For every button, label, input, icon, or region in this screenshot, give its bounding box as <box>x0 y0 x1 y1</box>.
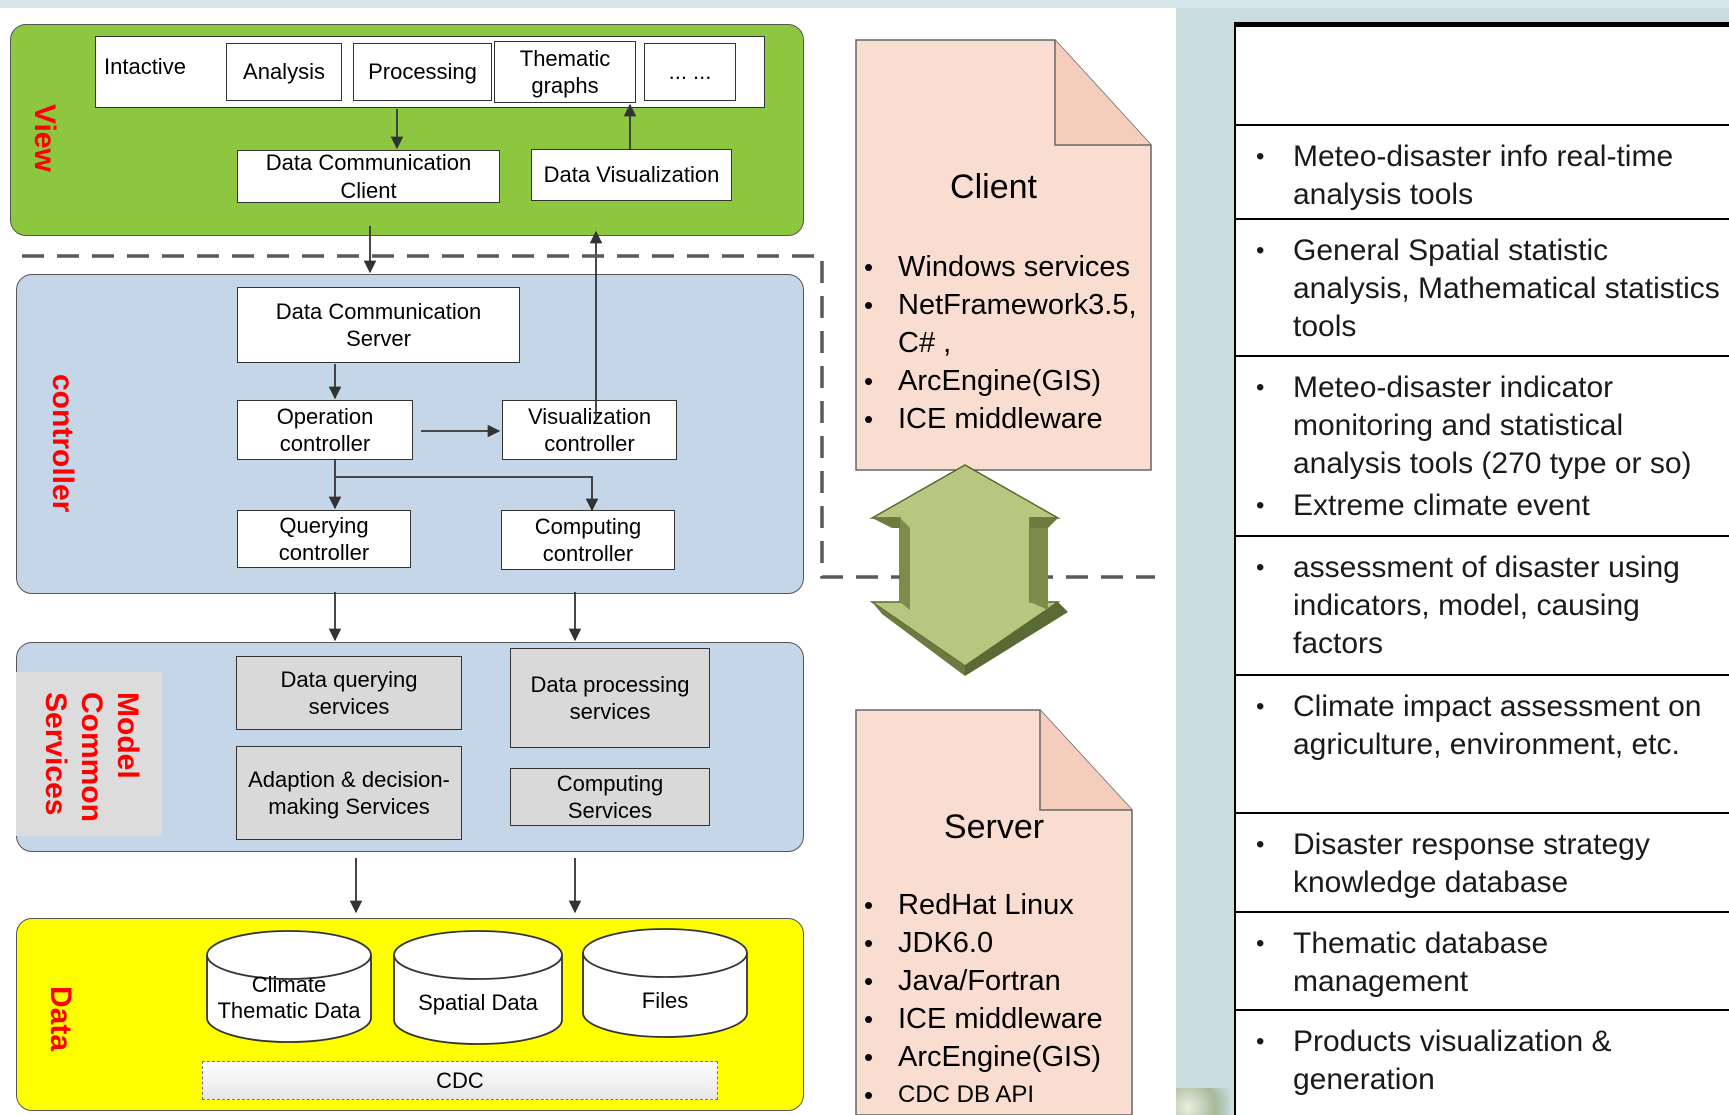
view-layer-title: View <box>28 104 61 172</box>
list-item: ICE middleware <box>856 400 1137 438</box>
list-item-continuation: C# , <box>898 327 952 359</box>
tools-row: Disaster response strategy knowledge dat… <box>1236 812 1729 911</box>
server-doc-title: Server <box>943 808 1045 846</box>
list-item: Products visualization & generation <box>1236 1023 1729 1099</box>
client-server-boundary <box>22 254 1155 579</box>
list-item: ArcEngine(GIS) <box>856 362 1137 400</box>
tools-row: Meteo-disaster info real-time analysis t… <box>1236 124 1729 218</box>
view-tab-processing: Processing <box>353 43 492 101</box>
background-strip <box>0 0 1729 8</box>
list-item: JDK6.0 <box>856 924 1103 962</box>
client-doc-content: Client Windows services NetFramework3.5,… <box>856 40 1151 470</box>
list-item: Disaster response strategy knowledge dat… <box>1236 826 1729 902</box>
cylinder-files <box>582 928 748 1038</box>
view-tab-intactive: Intactive <box>104 54 186 79</box>
tools-row: Thematic database management <box>1236 911 1729 1009</box>
list-item: RedHat Linux <box>856 886 1103 924</box>
visualization-controller: Visualization controller <box>502 400 677 460</box>
list-item: General Spatial statistic analysis, Math… <box>1236 232 1729 346</box>
list-item: CDC DB API <box>856 1076 1103 1114</box>
querying-controller: Querying controller <box>237 510 411 568</box>
server-doc-list: RedHat Linux JDK6.0 Java/Fortran ICE mid… <box>856 886 1103 1114</box>
list-item: Java/Fortran <box>856 962 1103 1000</box>
cylinder-spatial-data <box>393 930 563 1045</box>
controller-layer-title: controller <box>46 374 79 513</box>
operation-controller: Operation controller <box>237 400 413 460</box>
client-doc-list: Windows services NetFramework3.5, C# , A… <box>856 248 1137 438</box>
client-doc-title: Client <box>950 168 1037 206</box>
tools-row: General Spatial statistic analysis, Math… <box>1236 218 1729 355</box>
spatial-data-label: Spatial Data <box>418 990 538 1015</box>
client-server-double-arrow <box>869 464 1068 676</box>
data-querying-services: Data querying services <box>236 656 462 730</box>
tools-row: Meteo-disaster indicator monitoring and … <box>1236 355 1729 535</box>
list-item: assessment of disaster using indicators,… <box>1236 549 1729 663</box>
model-title-backdrop <box>16 672 162 836</box>
tools-panel: Meteo-disaster info real-time analysis t… <box>1234 22 1729 1115</box>
architecture-diagram: View controller Model Common Services Da… <box>0 8 1176 1115</box>
view-tab-thematic-graphs: Thematic graphs <box>494 41 636 103</box>
computing-controller: Computing controller <box>501 510 675 570</box>
tools-panel-header-row <box>1236 27 1729 124</box>
tools-row: assessment of disaster using indicators,… <box>1236 535 1729 674</box>
cylinder-climate-thematic-data <box>206 930 372 1043</box>
data-communication-client: Data Communication Client <box>237 150 500 203</box>
list-item: Climate impact assessment on agriculture… <box>1236 688 1729 764</box>
list-item: ICE middleware <box>856 1000 1103 1038</box>
data-communication-server: Data Communication Server <box>237 287 520 363</box>
data-processing-services: Data processing services <box>510 648 710 748</box>
list-item: Thematic database management <box>1236 925 1729 1001</box>
arrow-operation-to-computing <box>335 476 599 512</box>
server-doc-content: Server RedHat Linux JDK6.0 Java/Fortran … <box>856 710 1132 1115</box>
model-layer-title: Model Common Services <box>39 692 144 822</box>
computing-services: Computing Services <box>510 768 710 826</box>
adaption-decision-making-services: Adaption & decision- making Services <box>236 746 462 840</box>
data-visualization: Data Visualization <box>531 149 732 201</box>
files-label: Files <box>641 988 689 1013</box>
view-tab-analysis: Analysis <box>226 43 342 101</box>
list-item: ArcEngine(GIS) <box>856 1038 1103 1076</box>
list-item: Meteo-disaster indicator monitoring and … <box>1236 369 1729 483</box>
climate-thematic-data-label: Climate Thematic Data <box>217 972 361 1024</box>
cdc-store: CDC <box>202 1061 718 1100</box>
tools-row: Products visualization & generation <box>1236 1009 1729 1115</box>
list-item: Meteo-disaster info real-time analysis t… <box>1236 138 1729 214</box>
view-tab-more: ... ... <box>644 43 736 101</box>
tools-row: Climate impact assessment on agriculture… <box>1236 674 1729 812</box>
list-item: Extreme climate event <box>1236 487 1729 525</box>
data-layer-title: Data <box>44 986 77 1052</box>
list-item: NetFramework3.5, <box>856 286 1137 324</box>
list-item: Windows services <box>856 248 1137 286</box>
